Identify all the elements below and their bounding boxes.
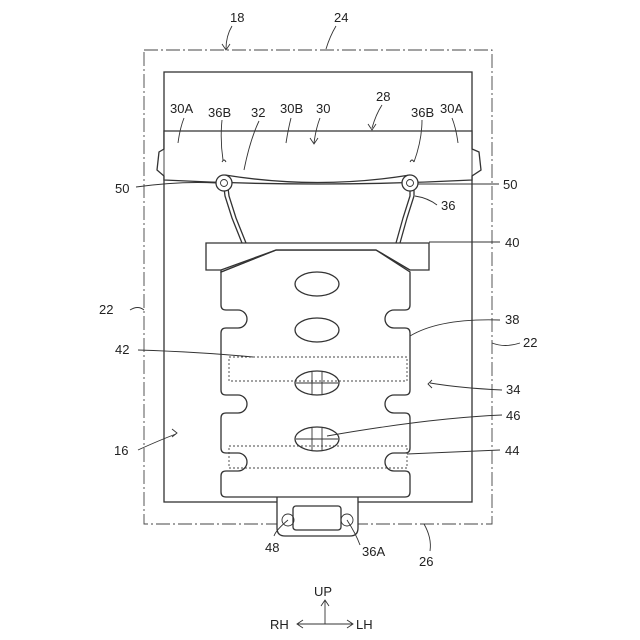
label-26: 26: [419, 554, 433, 569]
label-36b-right: 36B: [411, 105, 434, 120]
direction-up: UP: [314, 584, 332, 599]
label-50-right: 50: [503, 177, 517, 192]
label-34: 34: [506, 382, 520, 397]
fastener-left: [216, 175, 232, 191]
direction-rh: RH: [270, 617, 289, 632]
label-38: 38: [505, 312, 519, 327]
label-32: 32: [251, 105, 265, 120]
label-22-left: 22: [99, 302, 113, 317]
label-42: 42: [115, 342, 129, 357]
label-50-left: 50: [115, 181, 129, 196]
label-16: 16: [114, 443, 128, 458]
label-36: 36: [441, 198, 455, 213]
label-30: 30: [316, 101, 330, 116]
label-36a: 36A: [362, 544, 385, 559]
label-40: 40: [505, 235, 519, 250]
head-bar: [157, 131, 481, 184]
direction-indicator: UP RH LH: [270, 584, 373, 632]
label-30b: 30B: [280, 101, 303, 116]
label-46: 46: [506, 408, 520, 423]
direction-lh: LH: [356, 617, 373, 632]
label-36b-left: 36B: [208, 105, 231, 120]
label-48: 48: [265, 540, 279, 555]
label-24: 24: [334, 10, 348, 25]
label-30a-right: 30A: [440, 101, 463, 116]
label-30a-left: 30A: [170, 101, 193, 116]
label-22-right: 22: [523, 335, 537, 350]
fastener-right: [402, 175, 418, 191]
support-mat: [221, 250, 410, 497]
label-18: 18: [230, 10, 244, 25]
label-28: 28: [376, 89, 390, 104]
label-44: 44: [505, 443, 519, 458]
